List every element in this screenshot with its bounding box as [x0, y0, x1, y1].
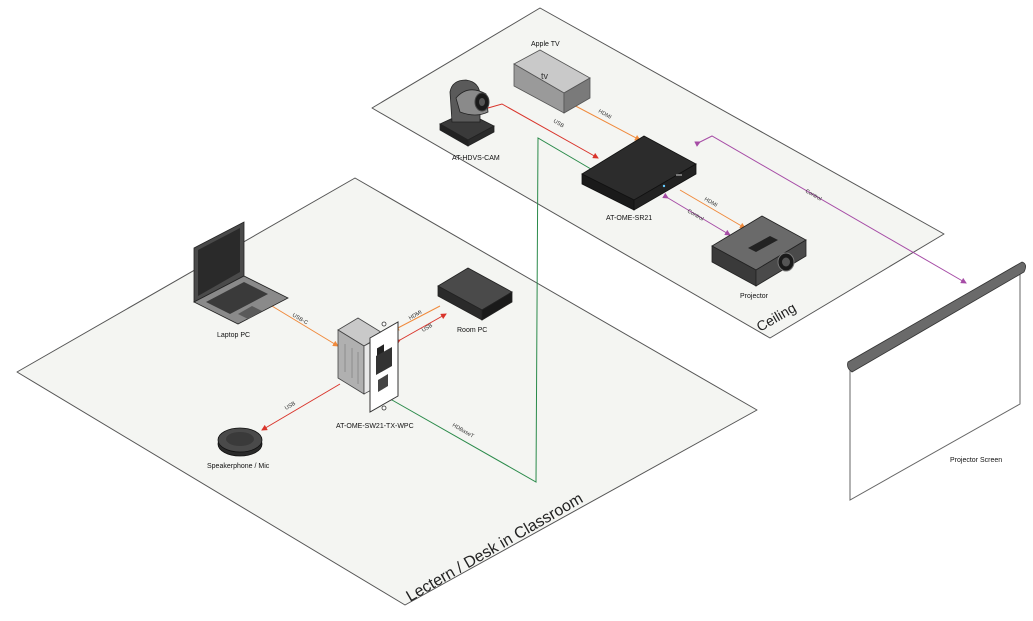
- camera-device: [439, 79, 495, 147]
- laptop-keyboard-icon: [206, 282, 268, 314]
- wallplate-label: AT-OME-SW21-TX-WPC: [336, 423, 414, 430]
- receiver-label: AT-OME-SR21: [606, 215, 652, 222]
- projector-screen-device: [847, 261, 1026, 501]
- receiver-device: [581, 135, 697, 211]
- apple-tv-device: tv: [513, 49, 591, 114]
- receiver-led-icon: [662, 184, 666, 188]
- speakerphone-label: Speakerphone / Mic: [207, 463, 270, 470]
- apple-tv-logo-icon: tv: [541, 71, 549, 81]
- laptop-trackpad-icon: [238, 306, 262, 319]
- receiver-port-icon: [676, 174, 682, 176]
- wallplate-port-icon: [377, 344, 384, 357]
- projector-label: Projector: [740, 293, 769, 300]
- hdbaset-line: [386, 137, 597, 483]
- usbc-laptop-line: [261, 299, 339, 347]
- room-pc-device: [437, 267, 513, 321]
- laptop-device: [193, 221, 289, 325]
- room-pc-label: Room PC: [457, 327, 487, 334]
- usb-cam-line: [482, 103, 599, 159]
- laptop-label: Laptop PC: [217, 332, 250, 339]
- projector-device: [711, 215, 807, 287]
- projector-screen-label: Projector Screen: [950, 457, 1002, 464]
- projector-vent-icon: [748, 236, 778, 252]
- camera-label: AT-HDVS-CAM: [452, 155, 500, 162]
- wallplate-device: [337, 317, 399, 413]
- wallplate-screw-icon: [381, 321, 387, 327]
- usb-speaker-label: USB: [284, 401, 297, 412]
- apple-tv-label: Apple TV: [531, 41, 560, 48]
- usb-cam-label: USB: [552, 119, 565, 130]
- control-screen-line: [694, 135, 967, 284]
- hdmi-appletv-line: [567, 101, 641, 141]
- speakerphone-device: [217, 427, 263, 457]
- speaker-grille-icon: [226, 432, 254, 446]
- usb-speaker-line: [261, 383, 341, 431]
